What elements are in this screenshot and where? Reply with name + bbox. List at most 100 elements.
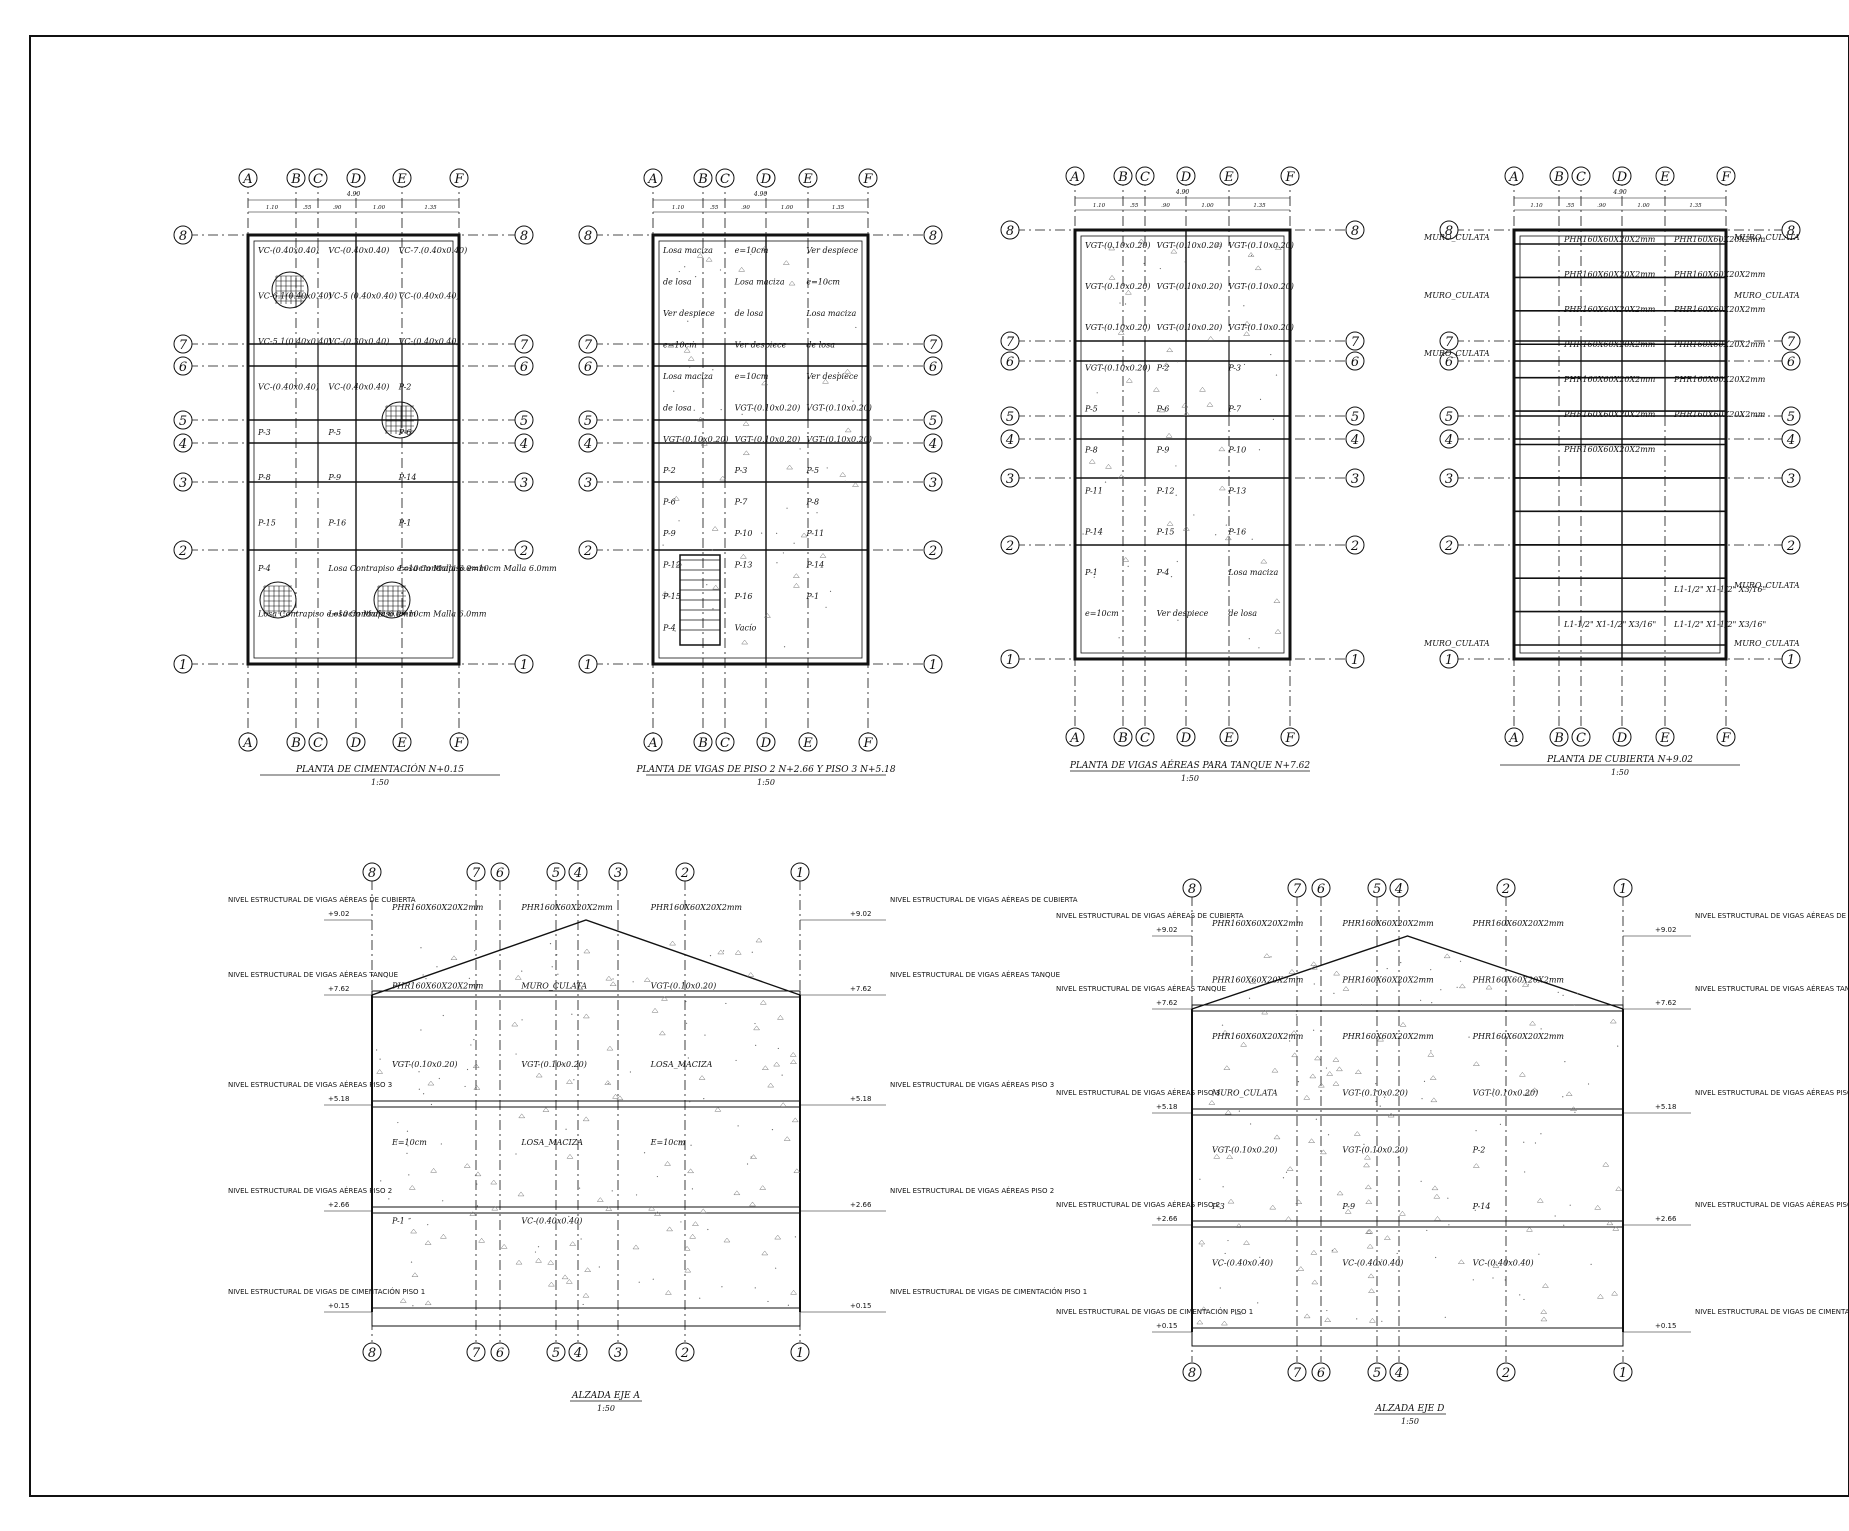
hatch-tri bbox=[1458, 983, 1466, 989]
hatch-dot bbox=[1519, 1294, 1521, 1296]
hatch-dot bbox=[699, 1297, 701, 1299]
plan-label: Losa maciza bbox=[734, 277, 785, 286]
axis-label: 6 bbox=[1006, 355, 1014, 370]
hatch-dot bbox=[1234, 1091, 1236, 1093]
hatch-dot bbox=[472, 985, 474, 987]
hatch-tri bbox=[666, 1226, 674, 1232]
hatch-dot bbox=[1383, 1096, 1386, 1098]
hatch-tri bbox=[755, 937, 763, 943]
hatch-tri bbox=[1297, 1266, 1305, 1271]
hatch-tri bbox=[1434, 1216, 1442, 1221]
plan-label: MURO_CULATA bbox=[1423, 639, 1490, 648]
plan-label: P-4 bbox=[1156, 568, 1170, 577]
plan-label: de losa bbox=[735, 309, 764, 318]
plan-label: MURO_CULATA bbox=[1733, 291, 1800, 300]
hatch-tri bbox=[1472, 1163, 1480, 1168]
hatch-tri bbox=[584, 1267, 592, 1272]
hatch-dot bbox=[408, 1218, 410, 1220]
plan-label: Losa Contrapiso e=10cm Malla 6.0mm bbox=[398, 564, 558, 573]
hatch-tri bbox=[1309, 1073, 1317, 1079]
hatch-dot bbox=[598, 1266, 600, 1268]
hatch-dot bbox=[1222, 1186, 1224, 1188]
axis-label: 4 bbox=[1394, 1366, 1403, 1381]
plan-label: P-11 bbox=[805, 529, 824, 538]
hatch-tri bbox=[761, 246, 769, 251]
hatch-dot bbox=[826, 281, 828, 283]
hatch-dot bbox=[515, 1153, 517, 1155]
level-value: +5.18 bbox=[1655, 1103, 1676, 1111]
plan-label: P-8 bbox=[1084, 446, 1098, 455]
plan-label: P-12 bbox=[1156, 486, 1175, 495]
axis-bubble bbox=[173, 433, 193, 453]
dim-text: 1.00 bbox=[1637, 203, 1650, 209]
plan-label: P-9 bbox=[1156, 446, 1170, 455]
axis-bubble bbox=[923, 654, 943, 674]
hatch-dot bbox=[673, 390, 675, 392]
hatch-tri bbox=[789, 1051, 797, 1057]
plan-label: P-15 bbox=[257, 519, 276, 528]
hatch-dot bbox=[1562, 1096, 1564, 1098]
hatch-tri bbox=[1207, 335, 1215, 341]
hatch-dot bbox=[425, 978, 427, 980]
hatch-dot bbox=[1440, 989, 1442, 991]
hatch-dot bbox=[1124, 303, 1127, 305]
elev-label: MURO_CULATA bbox=[1211, 1089, 1278, 1098]
hatch-tri bbox=[749, 1201, 757, 1207]
hatch-dot bbox=[1225, 524, 1227, 526]
hatch-tri bbox=[1521, 982, 1529, 987]
plan-label: PHR160X60X20X2mm bbox=[1563, 235, 1656, 244]
hatch-tri bbox=[1249, 979, 1257, 984]
hatch-dot bbox=[376, 1049, 378, 1051]
plan-label: e=10cm bbox=[735, 372, 769, 381]
plan-label: P-16 bbox=[734, 592, 753, 601]
hatch-tri bbox=[424, 1240, 432, 1245]
hatch-tri bbox=[733, 1190, 741, 1196]
hatch-tri bbox=[800, 532, 808, 538]
axis-bubble bbox=[1549, 727, 1569, 747]
hatch-tri bbox=[535, 1257, 543, 1263]
hatch-dot bbox=[1272, 418, 1274, 420]
axis-bubble bbox=[693, 732, 713, 752]
axis-label: 7 bbox=[472, 1346, 481, 1361]
plan-label: PHR160X60X20X2mm bbox=[1673, 270, 1766, 279]
axis-bubble bbox=[238, 732, 258, 752]
hatch-tri bbox=[1124, 289, 1132, 295]
plan-label: P-6 bbox=[662, 498, 676, 507]
dim-text: .90 bbox=[333, 205, 342, 211]
hatch-dot bbox=[1176, 560, 1178, 563]
hatch-tri bbox=[1303, 1313, 1311, 1319]
hatch-dot bbox=[418, 1071, 420, 1073]
axis-bubble bbox=[1439, 649, 1459, 669]
hatch-tri bbox=[1332, 1081, 1340, 1086]
plan-label: P-16 bbox=[1227, 527, 1246, 536]
hatch-tri bbox=[723, 1237, 731, 1243]
hatch-tri bbox=[604, 1080, 612, 1085]
hatch-dot bbox=[561, 1063, 563, 1066]
gable-roof bbox=[1191, 935, 1624, 1010]
axis-label: 7 bbox=[1293, 882, 1302, 897]
hatch-dot bbox=[1397, 1156, 1399, 1158]
hatch-dot bbox=[746, 1163, 749, 1165]
hatch-dot bbox=[398, 1061, 400, 1063]
axis-label: 7 bbox=[1293, 1366, 1302, 1381]
level-name: NIVEL ESTRUCTURAL DE VIGAS AÉREAS PISO 2 bbox=[1695, 1200, 1849, 1209]
hatch-tri bbox=[761, 1250, 769, 1256]
hatch-dot bbox=[1420, 1180, 1422, 1182]
axis-bubble bbox=[490, 862, 510, 882]
axis-bubble bbox=[1367, 1362, 1387, 1382]
hatch-dot bbox=[1215, 534, 1217, 536]
plan-label: Losa maciza bbox=[805, 309, 856, 318]
axis-bubble bbox=[466, 1342, 486, 1362]
hatch-dot bbox=[709, 955, 712, 957]
axis-label: 8 bbox=[1351, 224, 1359, 239]
hatch-dot bbox=[379, 1058, 381, 1060]
plan-label: PHR160X60X20X2mm bbox=[1673, 375, 1766, 384]
level-name: NIVEL ESTRUCTURAL DE VIGAS AÉREAS PISO 3 bbox=[1056, 1088, 1220, 1097]
level-name: NIVEL ESTRUCTURAL DE VIGAS AÉREAS TANQUE bbox=[1695, 984, 1849, 993]
plan-label: MURO_CULATA bbox=[1733, 639, 1800, 648]
hatch-dot bbox=[1270, 353, 1272, 356]
axis-bubble bbox=[568, 862, 588, 882]
axis-bubble bbox=[1439, 220, 1459, 240]
